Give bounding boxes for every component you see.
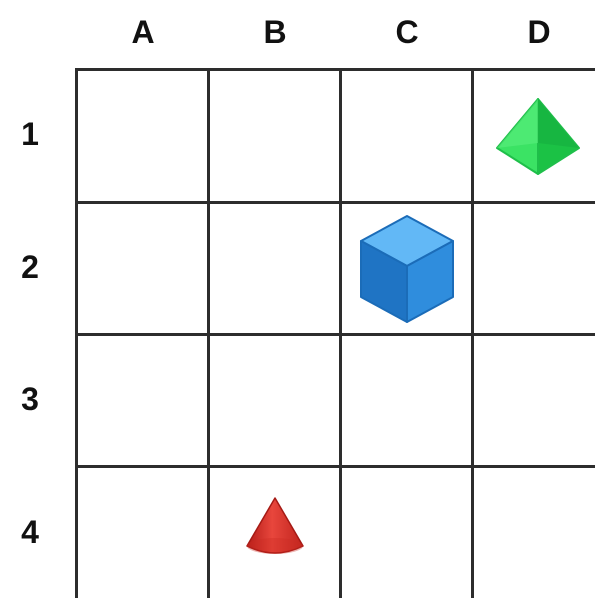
row-label-4: 4 [0, 516, 60, 548]
grid-line-h-0 [75, 68, 595, 71]
blue-cube-icon [357, 212, 457, 326]
grid-line-v-3 [471, 68, 474, 598]
row-label-2: 2 [0, 251, 60, 283]
column-label-a: A [77, 16, 209, 48]
green-pyramid-icon [494, 96, 582, 178]
grid-line-h-2 [75, 333, 595, 336]
row-label-1: 1 [0, 118, 60, 150]
grid-line-h-1 [75, 201, 595, 204]
grid-line-v-0 [75, 68, 78, 598]
column-label-d: D [473, 16, 595, 48]
grid-line-v-1 [207, 68, 210, 598]
column-label-b: B [209, 16, 341, 48]
row-label-3: 3 [0, 383, 60, 415]
grid-line-h-3 [75, 465, 595, 468]
column-label-c: C [341, 16, 473, 48]
red-cone-icon [243, 494, 307, 560]
grid-line-v-2 [339, 68, 342, 598]
